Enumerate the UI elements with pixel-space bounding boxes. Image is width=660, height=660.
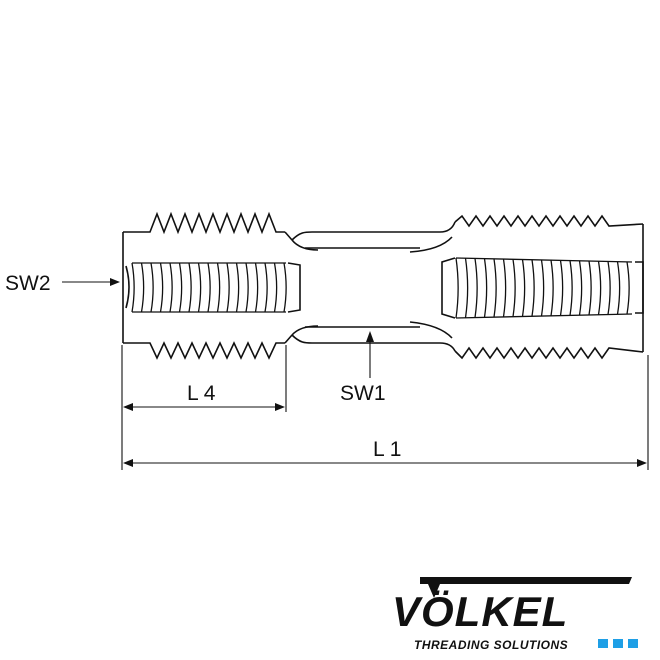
core-groove xyxy=(235,262,240,313)
core-groove xyxy=(273,262,278,313)
core-joint-left xyxy=(287,262,301,313)
core-groove xyxy=(178,262,183,313)
core-joint-right xyxy=(441,257,456,319)
core-groove xyxy=(226,262,230,313)
core-groove xyxy=(597,261,602,315)
core-groove xyxy=(188,262,192,313)
core-groove xyxy=(254,262,259,313)
core-groove xyxy=(512,259,516,317)
right-lip-top xyxy=(409,236,453,253)
sw2-arrowhead xyxy=(110,278,120,286)
core-groove xyxy=(550,260,554,316)
l1-label: L 1 xyxy=(373,438,401,461)
sw2-label: SW2 xyxy=(5,272,51,295)
core-groove xyxy=(140,262,145,313)
left-thread-end-bottom xyxy=(284,334,293,344)
neck-lip-bottom xyxy=(291,325,319,336)
core-groove xyxy=(264,262,268,313)
right-lip-bottom xyxy=(409,321,453,339)
logo-chevron xyxy=(420,577,632,598)
tap-outline xyxy=(122,211,644,360)
core-groove xyxy=(464,258,469,318)
right-bottom-thread xyxy=(454,346,644,360)
core-groove xyxy=(502,258,507,318)
logo-square xyxy=(598,639,608,648)
core-groove xyxy=(559,260,564,316)
logo-square xyxy=(628,639,638,648)
core-groove xyxy=(245,262,249,313)
core-groove xyxy=(521,259,526,317)
core-groove xyxy=(159,262,164,313)
right-core-grooves xyxy=(455,257,633,319)
sw1-label: SW1 xyxy=(340,382,386,405)
core-groove xyxy=(197,262,202,313)
core-groove xyxy=(216,262,221,313)
core-groove xyxy=(616,261,621,315)
core-groove xyxy=(540,259,545,317)
left-core-grooves xyxy=(131,262,287,313)
core-groove xyxy=(207,262,211,313)
core-groove xyxy=(474,258,478,318)
sw1-arrowhead xyxy=(366,331,374,342)
core-groove xyxy=(169,262,173,313)
logo-tagline: THREADING SOLUTIONS xyxy=(414,638,568,652)
core-boundary-bottom xyxy=(455,313,633,319)
core-groove xyxy=(483,258,488,318)
left-bottom-thread xyxy=(123,341,285,360)
neck-bottom-outer xyxy=(291,334,456,352)
l4-arrow-left xyxy=(123,403,133,411)
left-core-end xyxy=(125,265,130,309)
core-groove xyxy=(283,262,287,313)
left-top-thread xyxy=(123,211,285,235)
left-thread-end-top xyxy=(284,231,293,241)
right-top-thread xyxy=(454,214,644,228)
core-groove xyxy=(607,261,611,315)
neck-top-outer xyxy=(291,221,456,241)
volkel-logo: VÖLKEL THREADING SOLUTIONS xyxy=(392,577,638,652)
logo-square xyxy=(613,639,623,648)
dimensions xyxy=(62,278,649,470)
core-groove xyxy=(626,261,630,315)
logo-squares xyxy=(598,639,638,648)
core-groove xyxy=(150,262,154,313)
l1-arrow-left xyxy=(123,459,133,467)
core-groove xyxy=(455,257,459,319)
core-groove xyxy=(569,260,573,316)
right-core-end xyxy=(635,261,644,314)
core-groove xyxy=(531,259,535,317)
neck-lip-top xyxy=(291,239,319,251)
l4-label: L 4 xyxy=(187,382,216,405)
l4-arrow-right xyxy=(275,403,285,411)
core-groove xyxy=(578,260,583,316)
core-groove xyxy=(131,262,135,313)
core-groove xyxy=(588,260,592,316)
core-boundary-top xyxy=(455,257,633,263)
l1-arrow-right xyxy=(637,459,647,467)
logo-brand: VÖLKEL xyxy=(392,588,568,635)
core-groove xyxy=(493,258,497,318)
